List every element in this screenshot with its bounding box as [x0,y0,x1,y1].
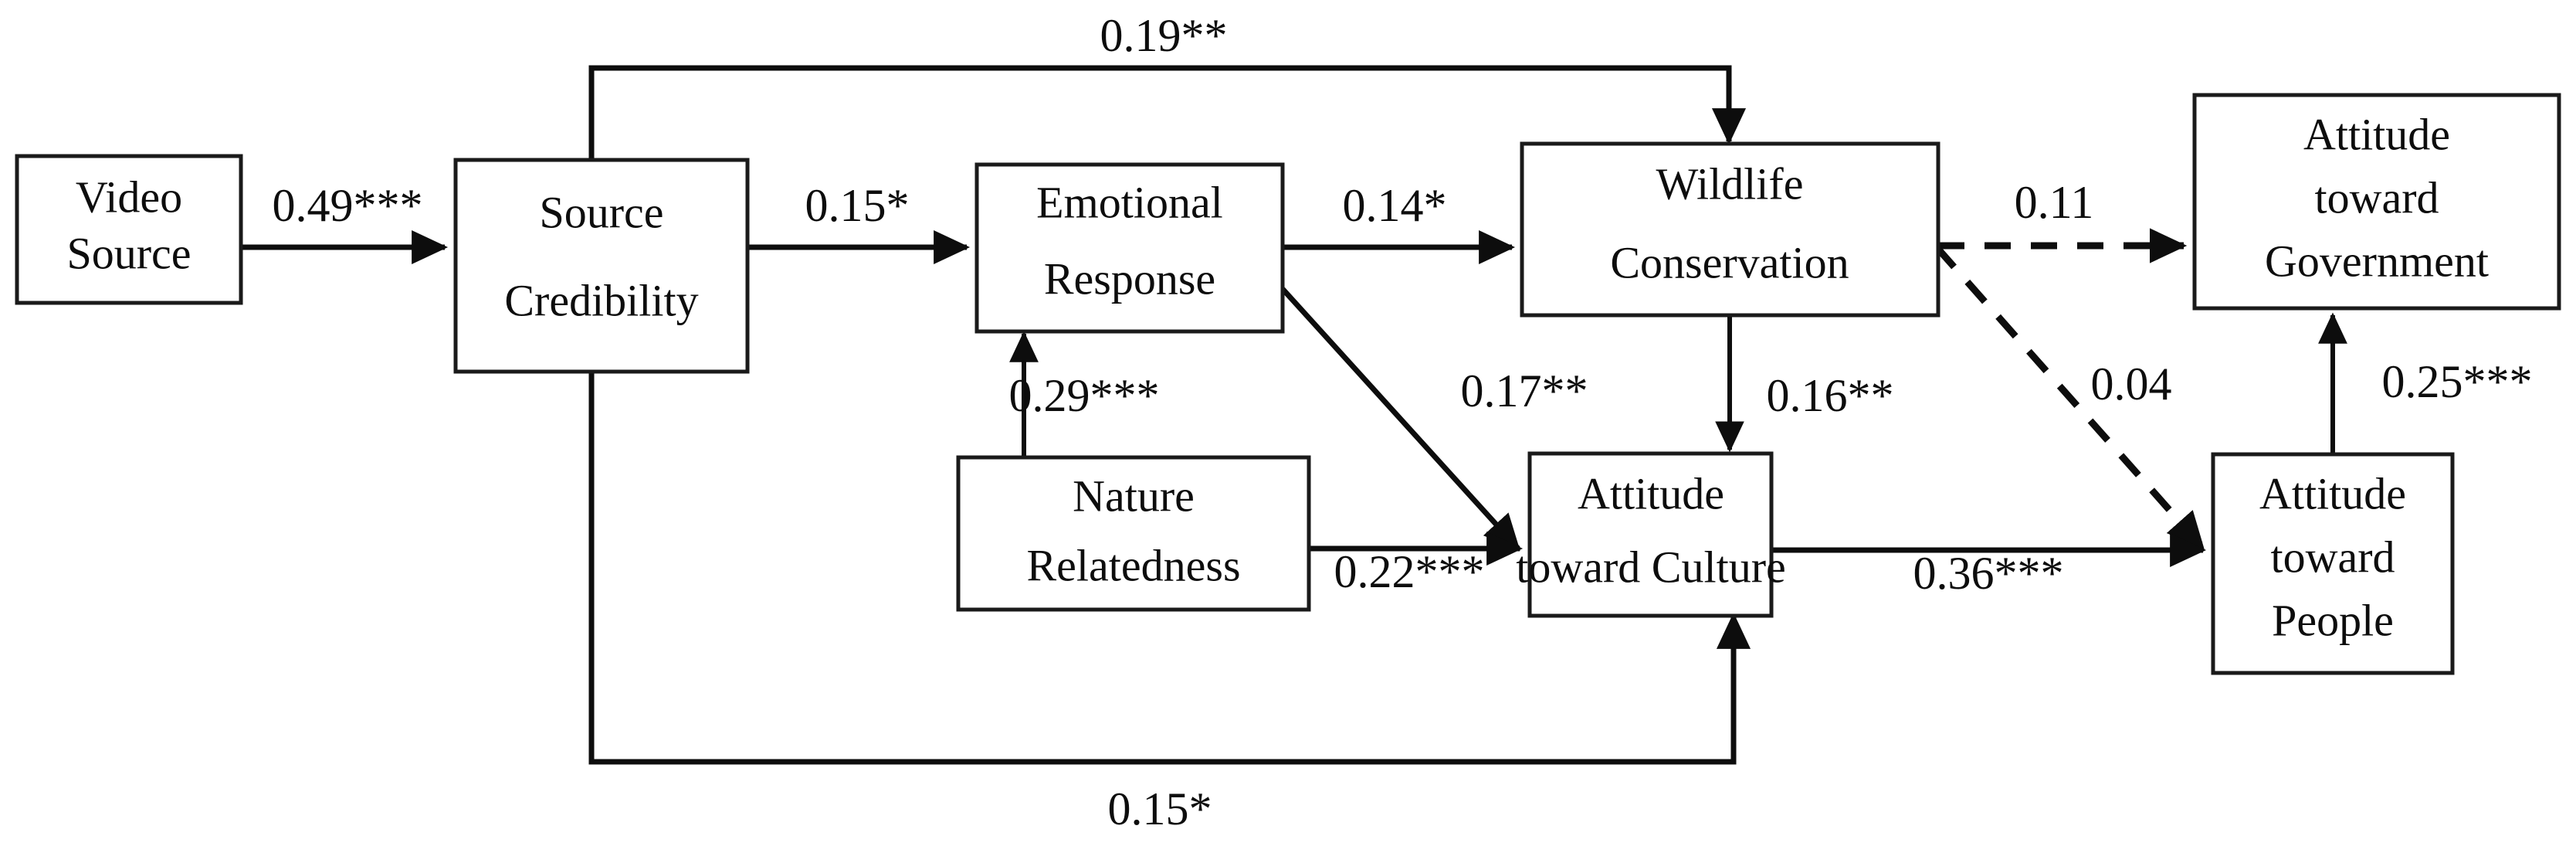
edge-wildlife-to-people [1934,245,2205,550]
node-attitude-toward-government-box [2192,93,2561,311]
node-source-credibility-label-2: Credibility [504,275,698,325]
coef-credibility-to-culture: 0.15* [1108,783,1212,834]
coef-wildlife-to-people: 0.04 [2091,358,2172,409]
node-video-source[interactable]: Video Source [15,154,243,305]
node-attitude-toward-culture[interactable]: Attitude toward Culture [1516,451,1786,618]
node-attitude-toward-government-label-2: toward [2314,172,2439,223]
node-emotional-response-label-1: Emotional [1036,177,1223,227]
coef-people-to-government: 0.25*** [2382,356,2533,407]
coef-culture-to-people: 0.36*** [1913,548,2064,599]
node-source-credibility-label-1: Source [539,187,663,237]
node-attitude-toward-people-label-1: Attitude [2259,468,2406,518]
node-wildlife-conservation-label-1: Wildlife [1656,158,1804,209]
node-wildlife-conservation-box [1520,141,1940,318]
node-attitude-toward-people[interactable]: Attitude toward People [2211,452,2455,675]
node-video-source-box [15,154,243,305]
node-wildlife-conservation[interactable]: Wildlife Conservation [1520,141,1940,318]
edge-credibility-to-wildlife [588,65,1747,160]
node-source-credibility[interactable]: Source Credibility [453,158,750,374]
coef-wildlife-to-government: 0.11 [2015,177,2094,228]
node-attitude-toward-people-box [2211,452,2455,675]
node-source-credibility-box [453,158,750,374]
edge-emotional-to-culture [1280,287,1520,552]
node-attitude-toward-government-label-1: Attitude [2303,109,2450,159]
node-nature-relatedness-label-1: Nature [1073,471,1195,521]
node-nature-relatedness[interactable]: Nature Relatedness [956,455,1311,612]
node-video-source-label-1: Video [76,172,182,222]
edge-credibility-to-culture [588,372,1751,765]
coef-nature-to-emotional: 0.29*** [1009,370,1160,421]
node-attitude-toward-government[interactable]: Attitude toward Government [2192,93,2561,311]
coef-credibility-to-emotional: 0.15* [805,180,910,231]
node-nature-relatedness-box [956,455,1311,612]
node-nature-relatedness-label-2: Relatedness [1026,540,1240,590]
node-attitude-toward-culture-label-1: Attitude [1578,468,1724,518]
node-attitude-toward-government-label-3: Government [2265,236,2489,286]
node-attitude-toward-people-label-2: toward [2270,532,2395,582]
node-wildlife-conservation-label-2: Conservation [1610,237,1849,287]
node-attitude-toward-culture-box [1527,451,1774,618]
coef-video-to-credibility: 0.49*** [273,180,423,231]
node-emotional-response-label-2: Response [1044,253,1215,304]
node-attitude-toward-people-label-3: People [2272,595,2394,645]
node-attitude-toward-culture-label-2: toward Culture [1516,542,1786,592]
coef-emotional-to-culture: 0.17** [1461,365,1588,416]
node-emotional-response-box [974,162,1285,334]
node-video-source-label-2: Source [66,228,191,278]
coef-wildlife-to-culture: 0.16** [1767,370,1894,421]
coef-credibility-to-wildlife: 0.19** [1100,10,1228,61]
coef-emotional-to-wildlife: 0.14* [1343,180,1447,231]
coef-nature-to-culture: 0.22*** [1334,546,1485,597]
node-emotional-response[interactable]: Emotional Response [974,162,1285,334]
